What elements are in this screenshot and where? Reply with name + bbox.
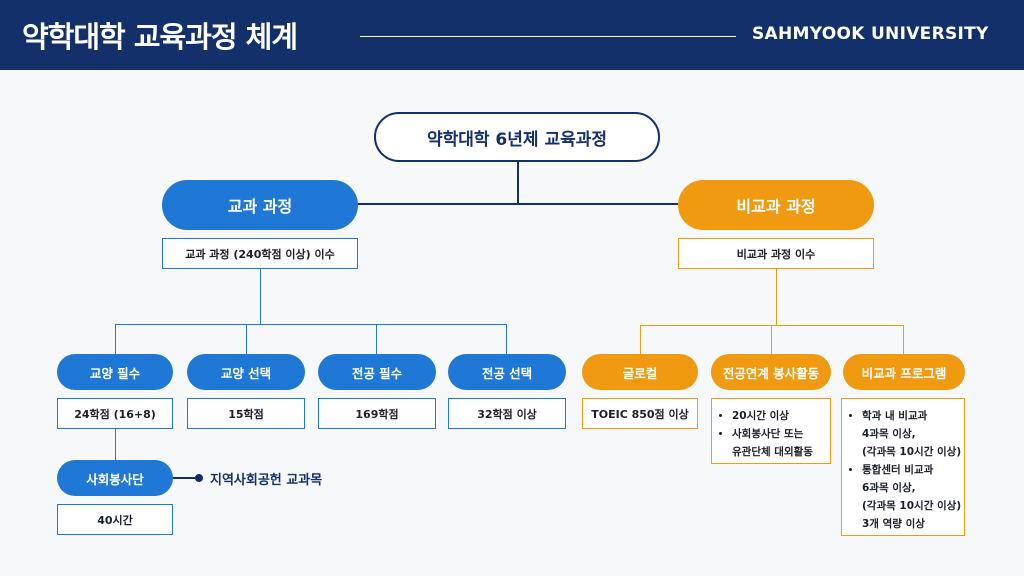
connector-curricular-drop-2 — [246, 324, 247, 354]
category-glocal: 글로컬 — [582, 354, 698, 390]
connector-extra-drop-3 — [903, 325, 904, 355]
category-general-required: 교양 필수 — [57, 354, 173, 390]
value-social-service: 40시간 — [57, 504, 173, 535]
connector-curricular-drop-1 — [115, 324, 116, 354]
category-social-service: 사회봉사단 — [57, 460, 173, 496]
connector-curricular-drop-3 — [376, 324, 377, 354]
connector-service-down — [115, 428, 116, 460]
connector-root-down — [517, 162, 519, 204]
university-brand: SAHMYOOK UNIVERSITY — [752, 24, 989, 44]
connector-curricular-horizontal — [115, 324, 507, 325]
program-bullet-2: 통합센터 비교과 6과목 이상, (각과목 10시간 이상) 3개 역량 이상 — [862, 461, 961, 533]
volunteer-bullet-1: 20시간 이상 — [732, 407, 824, 425]
program-bullet-1: 학과 내 비교과 4과목 이상, (각과목 10시간 이상) — [862, 407, 961, 461]
value-general-required: 24학점 (16+8) — [57, 398, 173, 429]
service-note: 지역사회공헌 교과목 — [210, 473, 323, 488]
connector-curricular-down — [260, 268, 261, 324]
value-general-elective: 15학점 — [187, 398, 305, 429]
volunteer-details: 20시간 이상 사회봉사단 또는 유관단체 대외활동 — [711, 398, 831, 464]
extra-program-details: 학과 내 비교과 4과목 이상, (각과목 10시간 이상) 통합센터 비교과 … — [841, 398, 965, 536]
category-extra-program: 비교과 프로그램 — [843, 354, 965, 390]
header-divider — [360, 36, 736, 37]
root-node: 약학대학 6년제 교육과정 — [374, 112, 660, 162]
category-major-required: 전공 필수 — [318, 354, 436, 390]
page-title: 약학대학 교육과정 체계 — [22, 20, 298, 54]
extracurricular-node: 비교과 과정 — [678, 180, 874, 230]
value-glocal: TOEIC 850점 이상 — [582, 398, 698, 429]
connector-extra-horizontal — [640, 325, 904, 326]
category-volunteer: 전공연계 봉사활동 — [711, 354, 831, 390]
value-major-elective: 32학점 이상 — [448, 398, 566, 429]
volunteer-bullet-2: 사회봉사단 또는 유관단체 대외활동 — [732, 425, 824, 461]
value-major-required: 169학점 — [318, 398, 436, 429]
curricular-node: 교과 과정 — [162, 180, 358, 230]
header-bar: 약학대학 교육과정 체계 SAHMYOOK UNIVERSITY — [0, 0, 1024, 70]
category-general-elective: 교양 선택 — [187, 354, 305, 390]
connector-extra-down — [776, 269, 777, 325]
connector-extra-drop-1 — [640, 325, 641, 355]
category-major-elective: 전공 선택 — [448, 354, 566, 390]
extracurricular-requirement: 비교과 과정 이수 — [678, 238, 874, 269]
connector-extra-drop-2 — [771, 325, 772, 355]
connector-root-horizontal — [358, 203, 678, 205]
bullet-dot-icon — [195, 474, 203, 482]
curricular-requirement: 교과 과정 (240학점 이상) 이수 — [162, 238, 358, 269]
connector-service-note — [173, 477, 199, 479]
connector-curricular-drop-4 — [506, 324, 507, 354]
